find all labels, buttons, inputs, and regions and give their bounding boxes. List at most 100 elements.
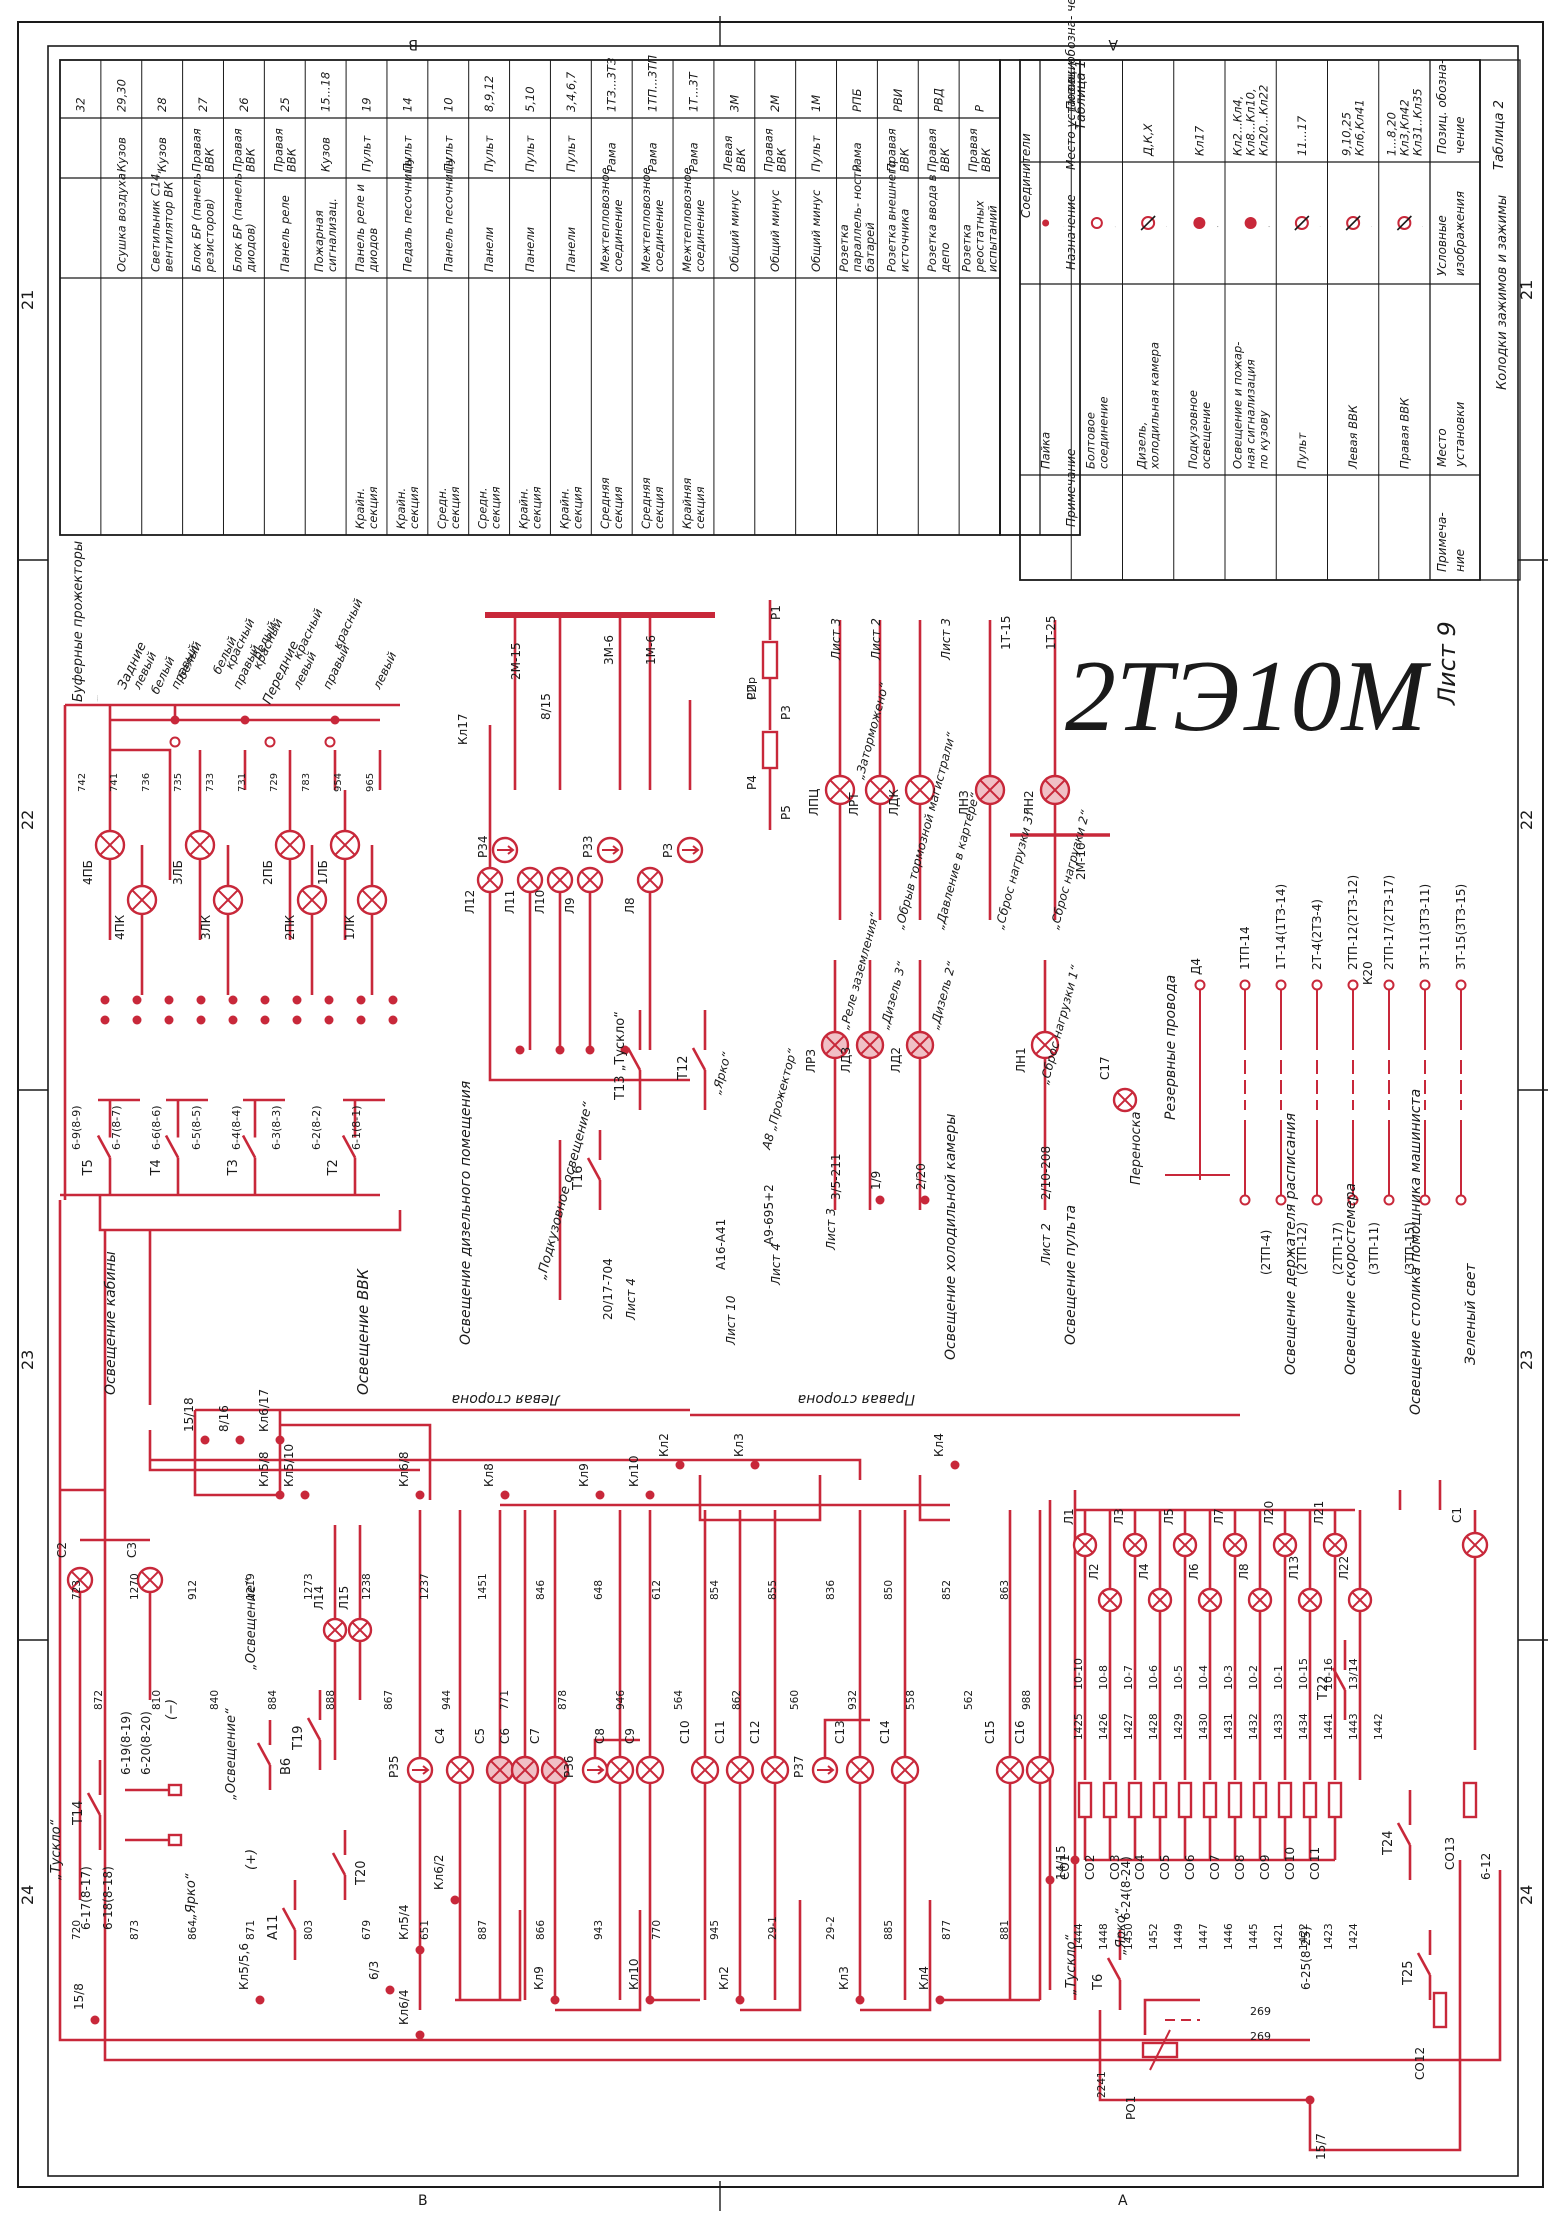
switch-label: Т14 <box>71 1801 86 1826</box>
table2-cell: освещение <box>1199 402 1213 469</box>
table1-cell: батарей <box>863 222 877 272</box>
resistor-label: СО13 <box>1443 1837 1457 1870</box>
table2-header: чение <box>1453 117 1467 155</box>
junction-dot <box>645 1995 655 2005</box>
table1-cell: Розетка ввода в <box>925 174 939 272</box>
clamp-label: Кл6/4 <box>397 1989 411 2025</box>
table2-header: Позиц. обозна- <box>1435 60 1449 154</box>
clamp-label: 8/16 <box>217 1405 231 1432</box>
relay-label: Р33 <box>581 835 595 858</box>
lamp-Л20: Л20 <box>1262 1501 1298 1558</box>
wire-number: 1434 <box>1298 1713 1310 1740</box>
junction-dot <box>415 1490 425 1500</box>
table1-cell: сигнализац. <box>325 198 339 272</box>
terminal-ring <box>1455 979 1467 991</box>
junction-dot <box>324 1015 334 1025</box>
clamp-label: Кл5/4 <box>397 1904 411 1940</box>
wire-ref: 2М-10 <box>1074 842 1088 880</box>
relay-label: Р34 <box>476 835 490 858</box>
wire-number: 1447 <box>1198 1923 1210 1950</box>
table2-symbol: ⌀ <box>1166 226 1167 228</box>
wire-number: 742 <box>77 773 88 792</box>
junction-dot <box>555 1045 565 1055</box>
wire-number: 1452 <box>1148 1923 1160 1950</box>
table1-cell: РВИ <box>891 88 905 112</box>
lamp-1ЛБ: 1ЛБ <box>316 829 361 885</box>
lamp-label: 3ЛК <box>199 914 213 940</box>
junction-dot <box>324 995 334 1005</box>
switch-Т4: Т4 <box>149 1100 180 1195</box>
table1-cell: Правая <box>190 128 204 172</box>
table1-cell: ВВК <box>938 147 952 172</box>
table1-cell: Пульт <box>441 135 455 172</box>
lamp-label: С4 <box>433 1728 447 1744</box>
wire-number: 988 <box>1021 1690 1033 1710</box>
reserve-title: Резервные провода <box>1163 975 1179 1120</box>
lamp-С2: С2 <box>55 1542 94 1594</box>
table1-cell: секция <box>611 486 625 529</box>
terminal-ring <box>1311 979 1323 991</box>
switch-А11: А11 <box>266 1880 297 1960</box>
table2-group-header: Колодки зажимов и зажимы <box>1495 195 1510 390</box>
table1-cell: Правая <box>762 128 776 172</box>
lamp-label: 2ПК <box>283 914 297 940</box>
wire-ref: 10-3 <box>1222 1665 1235 1690</box>
terminal-ring <box>1455 1194 1467 1206</box>
panel-label: Освещение пульта <box>1063 1205 1079 1345</box>
terminal-label: 8/15 <box>539 693 553 720</box>
sheet-ref: Лист 3 <box>829 618 843 661</box>
wire-number: 679 <box>361 1920 373 1940</box>
wire <box>823 1718 870 1760</box>
table1-cell: Кузов <box>155 137 169 172</box>
junction-dot <box>275 1490 285 1500</box>
zone-number: 21 <box>1517 280 1536 300</box>
wire-number: 1219 <box>245 1573 257 1600</box>
lamp-2ПК: 2ПК <box>283 884 328 940</box>
terminal-label: 2М-15 <box>509 642 523 680</box>
switch-label: Т4 <box>149 1159 164 1176</box>
zone-number: 23 <box>18 1350 37 1370</box>
junction-dot <box>132 1015 142 1025</box>
lamp-С16: С16 <box>1013 1720 1055 1785</box>
lamp-Л11: Л11 <box>503 866 544 914</box>
lamp-ЛН2: ЛН2 <box>1022 774 1071 816</box>
junction-dot <box>735 1995 745 2005</box>
table1-cell: секция <box>530 486 544 529</box>
wire-number: 1425 <box>1073 1713 1085 1740</box>
terminal-ring <box>1194 979 1206 991</box>
wire-number: 29-2 <box>825 1916 837 1940</box>
table1-cell: Правая <box>884 128 898 172</box>
lamp-label: 1ЛК <box>343 914 357 940</box>
junction-dot <box>90 2015 100 2025</box>
lamp-label: ЛН1 <box>1014 1047 1028 1073</box>
lamp-label: Л7 <box>1212 1508 1226 1525</box>
terminal-ring <box>1383 1194 1395 1206</box>
wire-number: 741 <box>109 773 120 792</box>
table1-cell: Правая <box>230 128 244 172</box>
wire-ref: 6-25(8-25) <box>1299 1926 1313 1990</box>
lamp-label: С3 <box>125 1542 139 1558</box>
switch-mode-label: „Тускло“ <box>1064 1934 1079 1995</box>
switch-label: Т20 <box>354 1861 369 1886</box>
table1-cell: Панель песочницы <box>441 157 455 272</box>
wire-number: 803 <box>303 1920 315 1940</box>
table2-cell: Кл3,Кл42 <box>1397 99 1411 156</box>
junction-dot <box>388 995 398 1005</box>
wire-number: 562 <box>963 1690 975 1710</box>
wire-ref: 1Т-15 <box>999 615 1013 650</box>
lamp-label: ЛРТ <box>847 792 861 816</box>
wire-number: 729 <box>269 773 280 792</box>
lamp-С12: С12 <box>748 1720 790 1785</box>
switch-Т3: Т3 <box>226 1100 257 1195</box>
table2-cell: Пайка <box>1039 432 1053 469</box>
terminal-label: К20 <box>1361 961 1375 985</box>
table1-cell: параллель- ности <box>850 164 864 272</box>
wire-number: 1449 <box>1173 1923 1185 1950</box>
table2-title: Таблица 2 <box>1492 100 1507 170</box>
table1-cell: Общий минус <box>727 189 741 272</box>
terminal-ring <box>1090 217 1103 229</box>
lamp-Л6: Л6 <box>1187 1563 1223 1613</box>
wire-ref: 10-16 <box>1322 1658 1335 1690</box>
switch-label: Т16 <box>571 1166 586 1191</box>
